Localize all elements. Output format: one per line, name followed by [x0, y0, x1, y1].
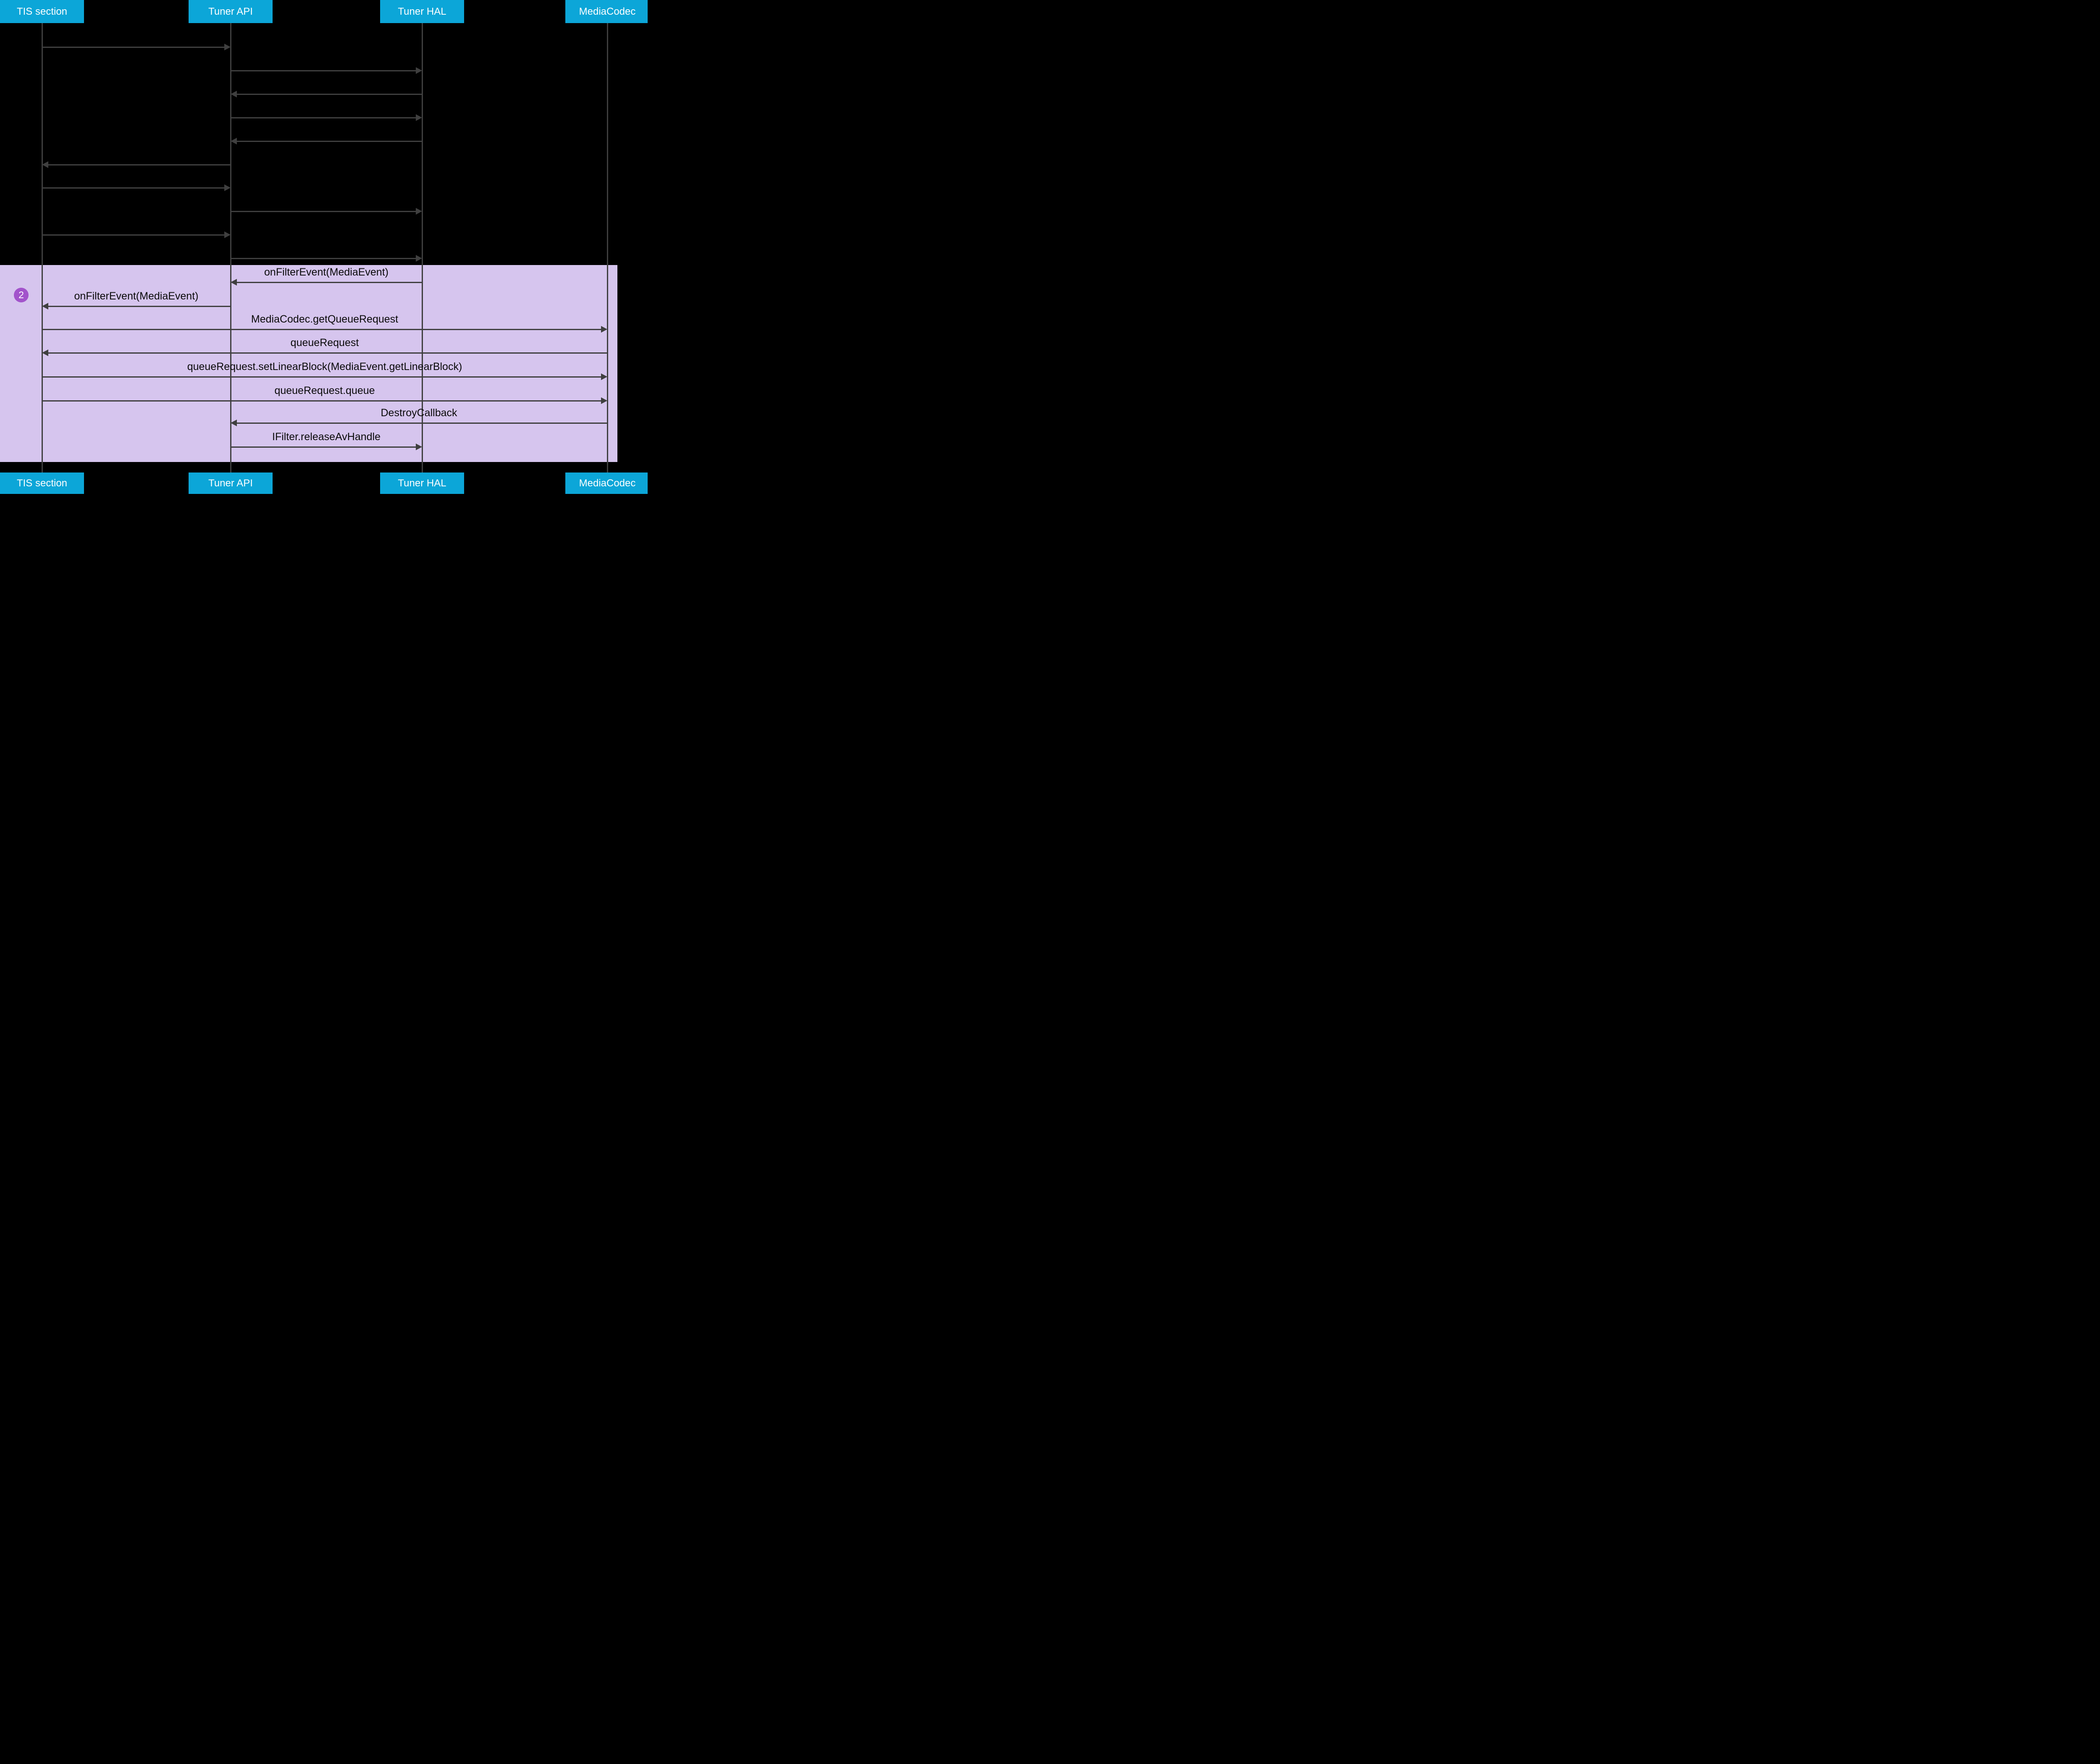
- message-label: queueRequest.queue: [274, 385, 375, 396]
- message-arrowhead-icon: [416, 114, 422, 121]
- message-arrowhead-icon: [231, 91, 237, 97]
- lifeline-3: [607, 23, 608, 472]
- message-arrow: [42, 329, 602, 330]
- message-label: onFilterEvent(MediaEvent): [74, 290, 199, 302]
- message-arrow: [42, 400, 602, 402]
- message-arrow: [42, 187, 225, 189]
- message-arrow: [42, 376, 602, 378]
- message-arrow: [236, 282, 422, 283]
- message-label: queueRequest.setLinearBlock(MediaEvent.g…: [187, 361, 462, 373]
- message-arrowhead-icon: [224, 231, 231, 238]
- step-badge: 2: [14, 288, 29, 302]
- message-label: MediaCodec.getQueueRequest: [251, 313, 399, 325]
- message-arrowhead-icon: [231, 138, 237, 144]
- lifeline-2: [422, 23, 423, 472]
- message-arrow: [47, 306, 231, 307]
- participant-top-mediacodec: MediaCodec: [565, 0, 648, 23]
- message-arrowhead-icon: [416, 67, 422, 74]
- message-arrow: [47, 164, 231, 165]
- message-arrowhead-icon: [42, 161, 48, 168]
- lifeline-1: [230, 23, 231, 472]
- message-arrowhead-icon: [224, 44, 231, 50]
- participant-top-tuner-api: Tuner API: [189, 0, 273, 23]
- message-arrow: [42, 234, 225, 236]
- message-arrow: [236, 94, 422, 95]
- participant-top-tuner-hal: Tuner HAL: [380, 0, 464, 23]
- message-arrow: [47, 352, 607, 354]
- message-arrow: [236, 423, 607, 424]
- message-label: onFilterEvent(MediaEvent): [264, 266, 388, 278]
- participant-bottom-tis-section: TIS section: [0, 472, 84, 494]
- message-arrowhead-icon: [416, 255, 422, 262]
- message-arrowhead-icon: [416, 208, 422, 215]
- message-arrow: [236, 141, 422, 142]
- highlight-band: [0, 265, 617, 462]
- message-label: queueRequest: [290, 337, 359, 349]
- participant-bottom-tuner-api: Tuner API: [189, 472, 273, 494]
- message-arrow: [231, 211, 417, 212]
- message-label: DestroyCallback: [381, 407, 457, 419]
- message-label: IFilter.releaseAvHandle: [272, 431, 381, 443]
- message-arrowhead-icon: [224, 184, 231, 191]
- message-arrowhead-icon: [601, 326, 607, 333]
- lifeline-0: [42, 23, 43, 472]
- message-arrowhead-icon: [42, 349, 48, 356]
- message-arrow: [231, 446, 417, 448]
- message-arrow: [231, 258, 417, 259]
- message-arrow: [231, 70, 417, 71]
- participant-top-tis-section: TIS section: [0, 0, 84, 23]
- message-arrowhead-icon: [601, 397, 607, 404]
- message-arrowhead-icon: [601, 373, 607, 380]
- message-arrow: [231, 117, 417, 118]
- message-arrowhead-icon: [416, 444, 422, 450]
- message-arrowhead-icon: [231, 279, 237, 286]
- participant-bottom-tuner-hal: Tuner HAL: [380, 472, 464, 494]
- message-arrow: [42, 47, 225, 48]
- message-arrowhead-icon: [42, 303, 48, 310]
- sequence-diagram: onFilterEvent(MediaEvent) onFilterEvent(M…: [0, 0, 648, 494]
- message-arrowhead-icon: [231, 420, 237, 426]
- participant-bottom-mediacodec: MediaCodec: [565, 472, 648, 494]
